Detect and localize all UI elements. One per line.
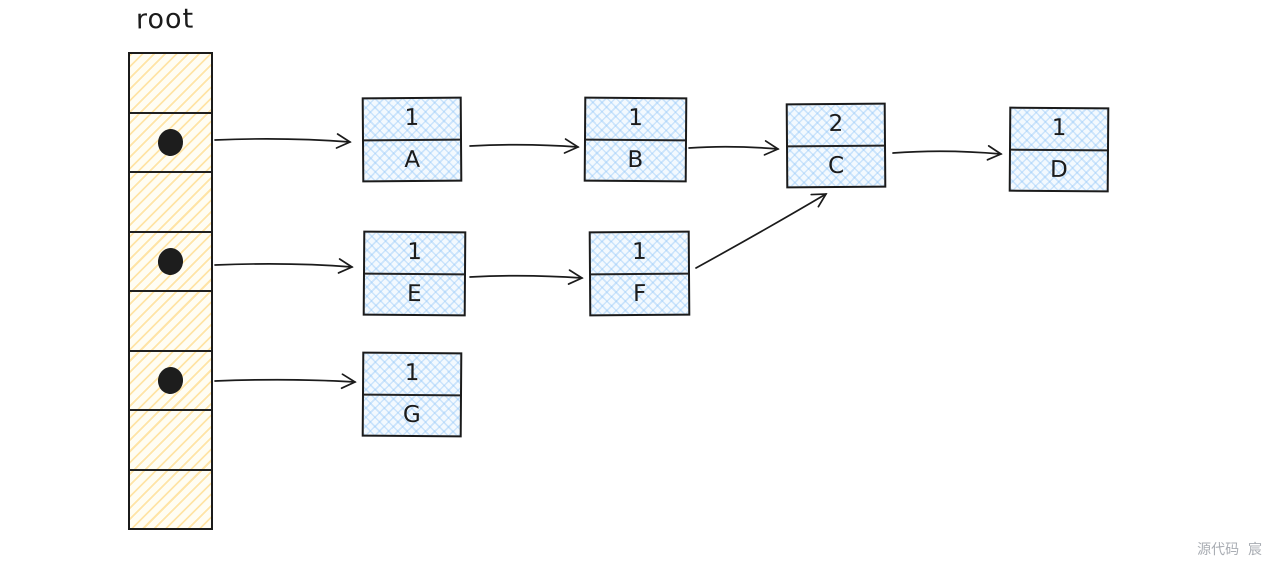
pointer-dot-icon [156,246,185,277]
watermark-text: 源代码 宸 [1197,542,1262,558]
node-B-count: 1 [585,98,686,141]
array-cell-2 [130,171,211,231]
node-G: 1 G [361,351,463,438]
array-cell-6 [130,409,211,469]
node-F-key: F [632,280,647,307]
node-E-count: 1 [364,232,465,275]
node-E-key: E [406,280,422,307]
arrow-E-to-F [469,269,584,285]
pointer-dot-icon [156,127,185,158]
node-G-count: 1 [363,353,461,396]
node-D-count: 1 [1010,108,1108,151]
arrow-root-to-G [214,373,357,390]
array-cell-5 [130,349,211,410]
array-cell-1 [130,111,211,172]
root-pointer-array [128,52,213,530]
node-D: 1 D [1008,106,1110,193]
node-A: 1 A [361,96,463,183]
arrow-B-to-C [688,140,780,156]
array-cell-7 [130,468,211,529]
node-A-count: 1 [363,98,461,141]
root-array-label: root [135,3,195,36]
node-F-count: 1 [590,232,689,275]
node-G-key: G [402,401,421,428]
node-B-key: B [627,146,644,173]
arrow-root-to-E [214,258,354,274]
node-F: 1 F [588,230,691,317]
node-D-key: D [1049,156,1068,183]
array-cell-4 [130,290,211,350]
node-C-key: C [828,152,845,179]
node-B: 1 B [583,96,688,183]
array-cell-3 [130,230,211,291]
node-E: 1 E [362,230,467,317]
arrow-C-to-D [892,145,1003,161]
pointer-dot-icon [156,365,185,396]
arrow-F-to-C [695,193,828,269]
array-cell-0 [130,54,211,112]
node-C: 2 C [785,102,887,189]
node-C-count: 2 [787,104,885,147]
node-A-key: A [404,146,421,173]
arrow-root-to-A [214,133,352,149]
arrow-A-to-B [469,138,580,154]
